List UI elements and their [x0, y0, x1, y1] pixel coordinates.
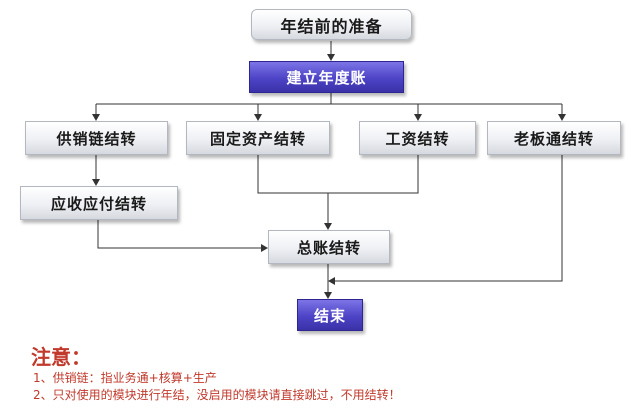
- node-boss-label: 老板通结转: [513, 129, 594, 148]
- node-new-ledger-label: 建立年度账: [286, 68, 367, 87]
- line-fixed-wage-join: [257, 155, 419, 194]
- node-arap: 应收应付结转: [20, 186, 178, 220]
- arrow-arap-to-gl: [97, 220, 268, 252]
- node-gl-label: 总账结转: [296, 238, 361, 257]
- node-arap-label: 应收应付结转: [50, 194, 147, 213]
- note-item-1: 1、供销链：指业务通+核算+生产: [33, 371, 217, 385]
- node-scm: 供销链结转: [25, 121, 168, 155]
- node-wage-label: 工资结转: [385, 129, 450, 148]
- node-boss: 老板通结转: [487, 121, 621, 155]
- node-end: 结束: [297, 299, 363, 331]
- node-new-ledger: 建立年度账: [249, 61, 404, 93]
- node-fixed-assets-label: 固定资产结转: [209, 129, 306, 148]
- note-title: 注意：: [31, 345, 91, 369]
- node-fixed-assets: 固定资产结转: [186, 121, 330, 155]
- node-gl: 总账结转: [268, 230, 390, 264]
- node-prep-label: 年结前的准备: [280, 16, 383, 36]
- note-item-2: 2、只对使用的模块进行年结，没启用的模块请直接跳过，不用结转！: [33, 388, 401, 402]
- node-wage: 工资结转: [359, 121, 476, 155]
- arrow-boss-to-main: [328, 155, 563, 285]
- node-prep: 年结前的准备: [251, 9, 412, 40]
- node-scm-label: 供销链结转: [56, 129, 137, 148]
- node-end-label: 结束: [313, 306, 346, 325]
